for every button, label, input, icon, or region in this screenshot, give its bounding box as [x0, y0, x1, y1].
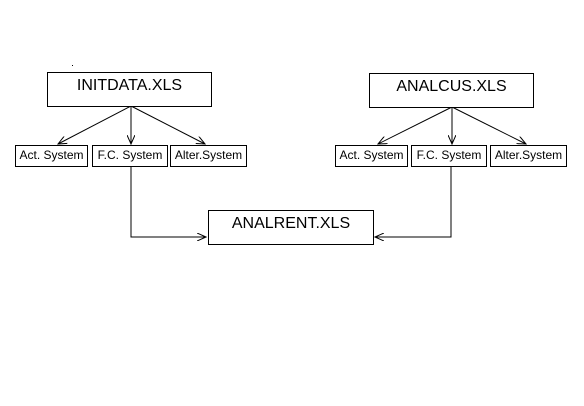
right-alter-system-label: Alter.System	[494, 148, 563, 162]
arrow-initdata-to-alter-system	[130, 105, 205, 144]
arrow-left-fc-system-to-analrent	[130, 167, 206, 237]
right-fc-system-box: F.C. System	[411, 145, 487, 167]
analrent-file-label: ANALRENT.XLS	[231, 214, 351, 232]
analrent-file-box: ANALRENT.XLS	[208, 210, 374, 245]
initdata-file-box: INITDATA.XLS	[47, 72, 212, 107]
right-alter-system-box: Alter.System	[490, 145, 567, 167]
right-act-system-label: Act. System	[339, 148, 404, 162]
arrow-analcus-to-act-system	[378, 106, 453, 144]
analcus-file-box: ANALCUS.XLS	[369, 73, 534, 108]
initdata-file-label: INITDATA.XLS	[76, 76, 183, 94]
arrow-right-fc-system-to-analrent	[375, 167, 452, 237]
right-fc-system-label: F.C. System	[416, 148, 482, 162]
left-alter-system-box: Alter.System	[170, 145, 247, 167]
left-fc-system-label: F.C. System	[97, 148, 163, 162]
analcus-file-label: ANALCUS.XLS	[396, 77, 507, 95]
right-act-system-box: Act. System	[335, 145, 408, 167]
left-alter-system-label: Alter.System	[174, 148, 243, 162]
arrow-analcus-to-alter-system	[451, 106, 526, 144]
stray-dot	[72, 65, 73, 66]
arrow-initdata-to-act-system	[58, 105, 132, 144]
left-fc-system-box: F.C. System	[92, 145, 168, 167]
left-act-system-label: Act. System	[19, 148, 84, 162]
left-act-system-box: Act. System	[15, 145, 88, 167]
